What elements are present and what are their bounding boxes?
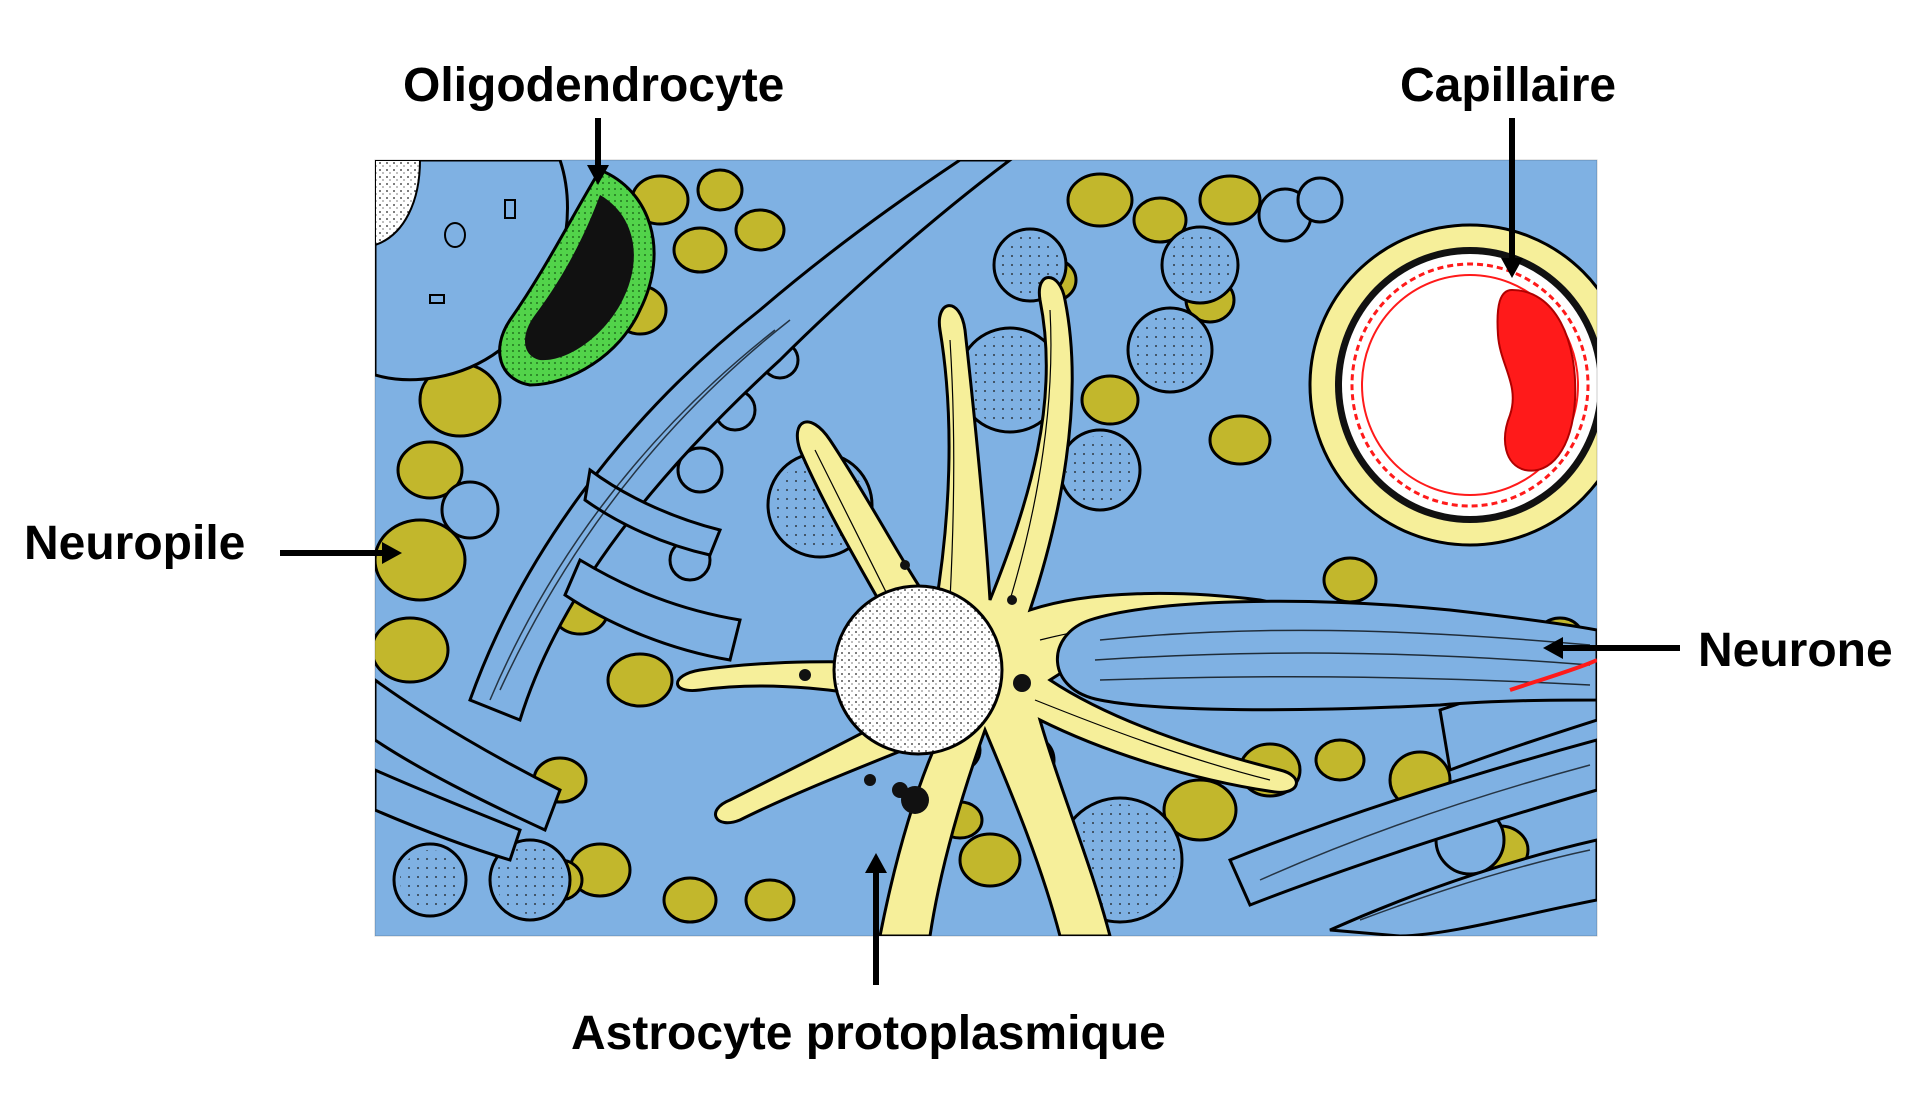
capillaire-label: Capillaire xyxy=(1400,59,1617,112)
capillaire-arrow xyxy=(1501,118,1523,278)
neuron-dendrite xyxy=(1055,599,1597,712)
neurone-arrow xyxy=(1543,637,1680,659)
astrocyte-arrow xyxy=(865,853,887,985)
astrocyte-label: Astrocyte protoplasmique xyxy=(571,1007,1166,1060)
capillary xyxy=(1308,223,1597,547)
neurone-label: Neurone xyxy=(1698,624,1893,677)
neuropile-label: Neuropile xyxy=(24,517,246,570)
label-arrows xyxy=(280,118,1680,985)
nerve-fibers xyxy=(375,160,1597,936)
oligodendrocyte-cell xyxy=(498,168,656,387)
tissue-panel xyxy=(375,160,1597,936)
oligodendrocyte-arrow xyxy=(587,118,609,185)
oligodendrocyte-label: Oligodendrocyte xyxy=(403,59,785,112)
neuropile-arrow xyxy=(280,542,402,564)
